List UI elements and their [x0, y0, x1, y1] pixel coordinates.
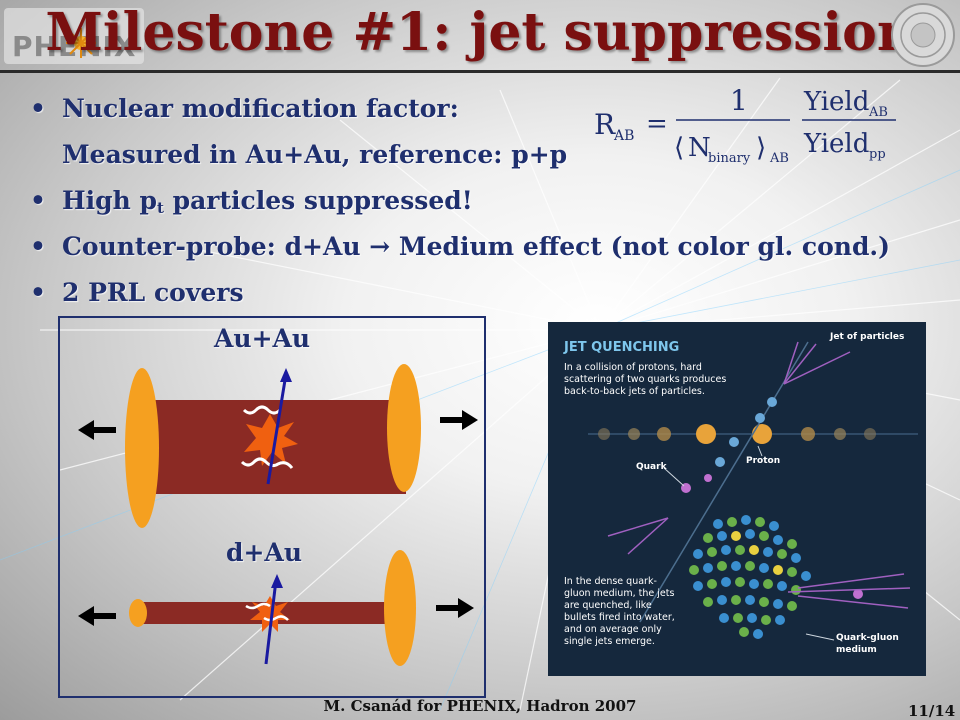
bullet-item: • Nuclear modification factor: [30, 86, 950, 132]
bullet-text: Measured in Au+Au, reference: p+p [62, 140, 568, 169]
formula-equals: = [646, 109, 668, 139]
bullet-text-subscript: t [156, 199, 164, 217]
d-au-jet-arrow [264, 579, 278, 665]
au-au-collision [78, 364, 478, 528]
formula-denominator-2-sub: pp [869, 147, 886, 162]
angle-close: ⟩ [756, 133, 766, 163]
text-line: back-to-back jets of particles. [564, 386, 705, 397]
text-line: single jets emerge. [564, 636, 655, 647]
bullet-dot: • [30, 94, 46, 123]
au-au-right-disk [387, 364, 421, 492]
phenix-logo: PHENIX [4, 8, 144, 64]
bullet-text: Counter-probe: d+Au → Medium effect (not… [62, 232, 890, 261]
au-au-squiggle-jet [240, 405, 294, 469]
formula-numerator-1: 1 [730, 84, 748, 117]
label-au-au: Au+Au [214, 324, 311, 353]
collision-drawing [78, 364, 478, 666]
au-au-left-arrowhead [78, 420, 94, 440]
bullet-list: • Nuclear modification factor: Measured … [30, 86, 950, 316]
figure-callout-lines [663, 445, 835, 641]
bullet-text-pre: High p [62, 186, 157, 215]
label-quark-gluon-medium: Quark-gluon medium [836, 632, 899, 656]
formula-numerator-2: Yield [803, 87, 869, 117]
text-line: are quenched, like [564, 600, 652, 611]
d-au-collision [78, 550, 474, 666]
formula-denominator-1-outer-sub: AB [769, 151, 789, 166]
bullet-item: • Counter-probe: d+Au → Medium effect (n… [30, 224, 950, 270]
bullet-dot: • [30, 186, 46, 215]
formula-lhs: R [594, 108, 616, 141]
jet-line [639, 341, 809, 623]
au-au-jet-arrowhead [280, 368, 292, 382]
text-line: bullets fired into water, [564, 612, 675, 623]
slide-footer: M. Csanád for PHENIX, Hadron 2007 [323, 697, 637, 715]
bullet-text: Nuclear modification factor: [62, 94, 459, 123]
slide-header: PHENIX Milestone #1: jet suppression [0, 0, 960, 73]
escaping-jet [787, 573, 911, 609]
formula-lhs-sub: AB [613, 128, 634, 144]
d-au-left-arrowhead [78, 606, 94, 626]
text-line: gluon medium, the jets [564, 588, 675, 599]
au-au-left-disk [125, 368, 159, 528]
formula-numerator-2-sub: AB [868, 105, 888, 120]
bullet-continuation: Measured in Au+Au, reference: p+p [30, 132, 950, 178]
label-quark: Quark [636, 462, 667, 472]
bullet-dot: • [30, 232, 46, 261]
bullet-dot: • [30, 278, 46, 307]
page-number: 11/14 [908, 702, 956, 720]
label-d-au: d+Au [226, 538, 303, 567]
formula-denominator-1: N [688, 133, 711, 163]
au-au-collision-burst [244, 414, 298, 466]
d-au-right-disk [384, 550, 416, 666]
text-line: Quark-gluon [836, 633, 899, 643]
beam-particles [598, 424, 876, 444]
rab-formula: R AB = 1 ⟨ N binary ⟩ AB Yield AB Yield … [594, 84, 896, 166]
formula-denominator-2: Yield [803, 129, 869, 159]
formula-denominator-1-sub: binary [708, 151, 751, 166]
text-line: scattering of two quarks produces [564, 374, 727, 385]
label-jet-of-particles: Jet of particles [830, 332, 905, 342]
collision-diagram: Au+Au d+Au [58, 316, 486, 698]
d-au-squiggle-jet [245, 602, 289, 622]
jet-quenching-title: JET QUENCHING [564, 340, 680, 355]
bullet-text-post: particles suppressed! [163, 186, 473, 215]
slide-title: Milestone #1: jet suppression [45, 2, 915, 63]
jet-quenching-figure: JET QUENCHING In a collision of protons,… [548, 322, 926, 676]
bullet-text: 2 PRL covers [62, 278, 244, 307]
text-line: In a collision of protons, hard [564, 362, 702, 373]
jet-quenching-text-bottom: In the dense quark- gluon medium, the je… [564, 576, 675, 648]
jet-arrows [607, 341, 851, 555]
jet-quenching-drawing [588, 341, 918, 641]
text-line: medium [836, 645, 877, 655]
d-au-left-disk [129, 599, 147, 627]
au-au-right-arrowhead [462, 410, 478, 430]
d-au-jet-arrowhead [271, 574, 283, 588]
phenix-star-icon [66, 28, 96, 58]
university-seal-icon [891, 3, 955, 67]
text-line: In the dense quark- [564, 576, 657, 587]
jet-quenching-text-top: In a collision of protons, hard scatteri… [564, 362, 726, 398]
label-proton: Proton [746, 456, 781, 466]
bullet-item: • High pt particles suppressed! [30, 178, 950, 224]
bullet-item: • 2 PRL covers [30, 270, 950, 316]
quark-gluon-medium [689, 515, 811, 639]
angle-open: ⟨ [674, 133, 684, 163]
d-au-right-arrowhead [458, 598, 474, 618]
jet-particles [681, 397, 777, 493]
title-underline [0, 70, 960, 73]
au-au-jet-arrow [266, 373, 288, 485]
text-line: and on average only [564, 624, 662, 635]
